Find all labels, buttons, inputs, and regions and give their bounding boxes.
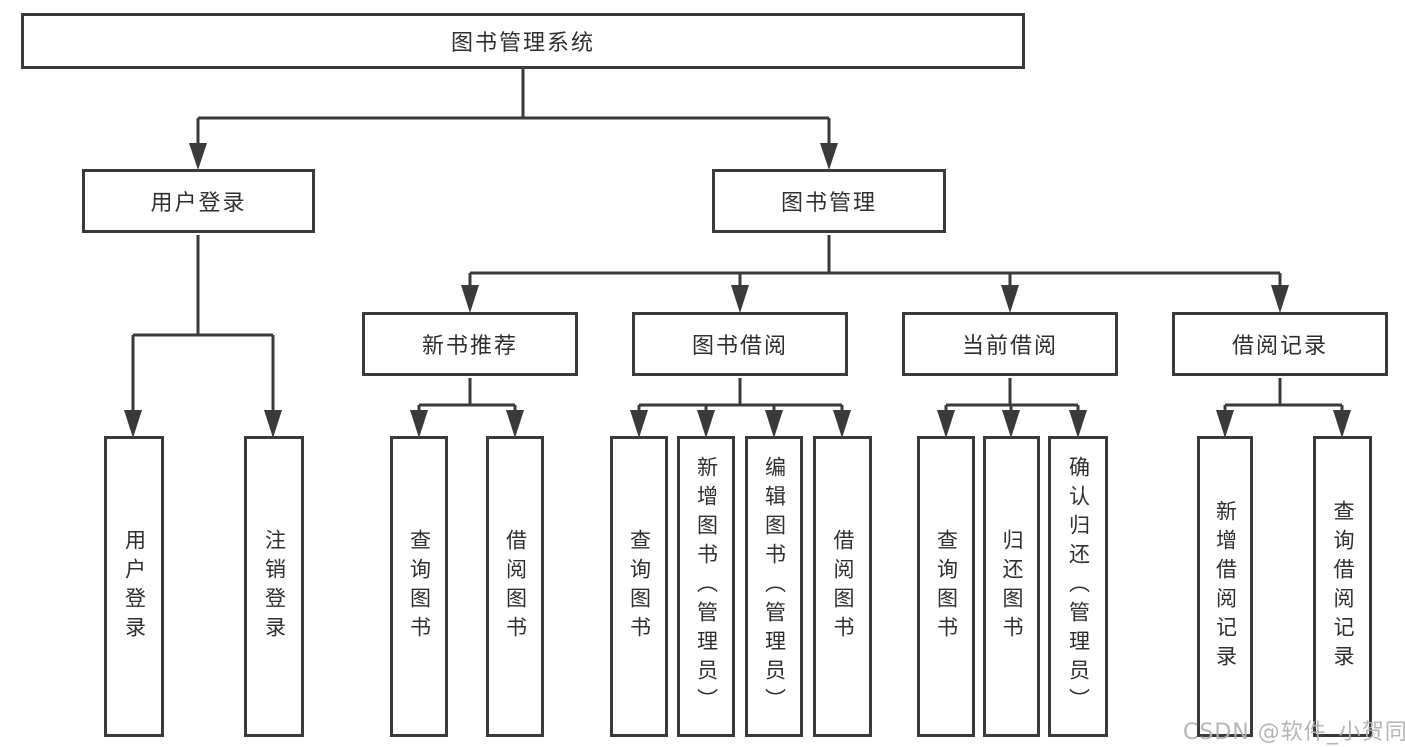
leaf-query-books-current: 查询图书 — [917, 436, 975, 737]
leaf-confirm-return-admin-label: 确认归还（管理员） — [1066, 456, 1091, 717]
node-book-borrowing: 图书借阅 — [632, 312, 848, 376]
leaf-borrow-books-2: 借阅图书 — [813, 436, 872, 737]
leaf-add-book-admin-label: 新增图书（管理员） — [694, 456, 719, 717]
node-borrow-records-label: 借阅记录 — [1231, 334, 1328, 359]
leaf-logout: 注销登录 — [244, 436, 304, 737]
node-current-borrowing: 当前借阅 — [902, 312, 1118, 376]
leaf-logout-label: 注销登录 — [262, 528, 287, 645]
node-new-book-recommend: 新书推荐 — [362, 312, 578, 376]
leaf-edit-book-admin-label: 编辑图书（管理员） — [762, 456, 787, 717]
csdn-watermark: CSDN @软件_小贺同学 — [1183, 720, 1405, 745]
leaf-add-borrow-record-label: 新增借阅记录 — [1213, 499, 1238, 674]
leaf-borrow-books-2-label: 借阅图书 — [831, 528, 855, 645]
leaf-borrow-books-recommend: 借阅图书 — [486, 436, 544, 737]
node-book-management-label: 图书管理 — [780, 191, 877, 216]
node-borrow-records: 借阅记录 — [1172, 312, 1388, 376]
node-user-login-label: 用户登录 — [150, 191, 247, 216]
leaf-return-book-label: 归还图书 — [1000, 528, 1024, 645]
node-user-login: 用户登录 — [82, 169, 315, 233]
node-root-system: 图书管理系统 — [21, 13, 1025, 69]
leaf-user-login-label: 用户登录 — [122, 528, 147, 645]
leaf-confirm-return-admin: 确认归还（管理员） — [1048, 436, 1108, 737]
leaf-edit-book-admin: 编辑图书（管理员） — [745, 436, 803, 737]
arrowhead-icons — [124, 143, 1351, 438]
leaf-query-books-borrowing-label: 查询图书 — [627, 528, 652, 645]
node-book-borrowing-label: 图书借阅 — [691, 334, 788, 359]
node-new-book-recommend-label: 新书推荐 — [421, 334, 518, 359]
leaf-query-books-recommend-label: 查询图书 — [407, 528, 432, 645]
leaf-query-books-borrowing: 查询图书 — [610, 436, 668, 737]
leaf-query-books-recommend: 查询图书 — [390, 436, 448, 737]
leaf-query-borrow-record: 查询借阅记录 — [1313, 436, 1372, 737]
leaf-query-books-current-label: 查询图书 — [934, 528, 959, 645]
leaf-add-borrow-record: 新增借阅记录 — [1197, 436, 1253, 737]
node-book-management: 图书管理 — [712, 169, 946, 233]
leaf-borrow-books-recommend-label: 借阅图书 — [503, 528, 528, 645]
leaf-return-book: 归还图书 — [983, 436, 1040, 737]
leaf-add-book-admin: 新增图书（管理员） — [677, 436, 735, 737]
node-current-borrowing-label: 当前借阅 — [961, 334, 1058, 359]
leaf-query-borrow-record-label: 查询借阅记录 — [1331, 499, 1355, 674]
leaf-user-login: 用户登录 — [104, 436, 164, 737]
node-root-label: 图书管理系统 — [450, 31, 595, 56]
